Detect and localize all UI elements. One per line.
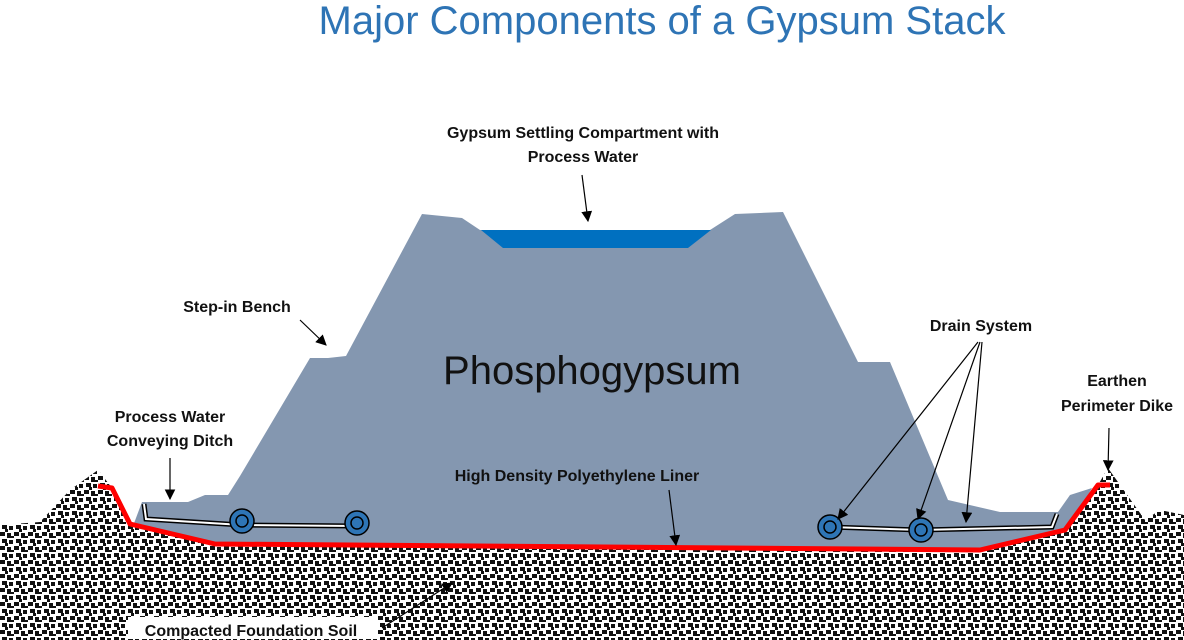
diagram-title: Major Components of a Gypsum Stack (319, 0, 1007, 43)
liner-label: High Density Polyethylene Liner (455, 468, 700, 485)
settling-compartment-arrow (581, 174, 593, 223)
compacted-foundation-soil (0, 468, 1184, 640)
soil-arrow (381, 582, 453, 629)
perimeter-dike-label-line2: Perimeter Dike (1061, 398, 1173, 415)
soil-label: Compacted Foundation Soil (145, 623, 357, 640)
drain-system-arrow-2 (916, 341, 981, 521)
drain-system-label: Drain System (930, 318, 1032, 335)
right-drain-system (817, 513, 1060, 543)
step-in-bench-arrow (299, 319, 327, 346)
hdpe-liner (97, 482, 1110, 553)
soil-label-background (128, 617, 378, 639)
ditch-label-line2: Conveying Ditch (107, 433, 233, 450)
phosphogypsum-label: Phosphogypsum (443, 349, 741, 393)
settling-compartment-label-line1: Gypsum Settling Compartment with (447, 125, 719, 142)
drain-system-arrow-3 (961, 341, 983, 524)
phosphogypsum-stack (133, 212, 1092, 550)
step-in-bench-label: Step-in Bench (183, 299, 291, 316)
drain-system-arrow-1 (837, 341, 979, 520)
liner-arrow (668, 489, 681, 547)
ditch-label-line1: Process Water (115, 409, 226, 426)
perimeter-dike-label-line1: Earthen (1087, 373, 1147, 390)
settling-compartment-water (481, 230, 711, 248)
settling-compartment-label-line2: Process Water (528, 149, 639, 166)
left-drain-system (141, 503, 370, 536)
perimeter-dike-arrow (1102, 427, 1114, 472)
